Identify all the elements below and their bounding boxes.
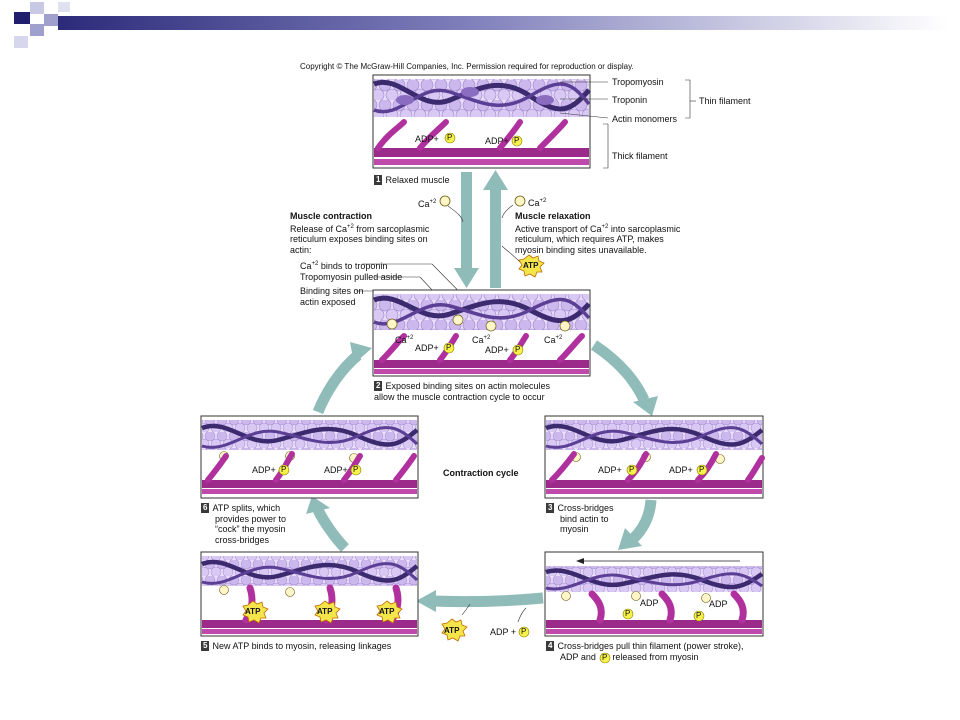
corner-square-mid xyxy=(30,24,44,36)
label-tropomyosin: Tropomyosin xyxy=(612,77,664,87)
panel-new-atp-binds xyxy=(200,551,419,637)
cycle-arrows xyxy=(312,340,657,608)
adp-label: ADP xyxy=(640,598,659,608)
p-label: P xyxy=(696,611,702,620)
p-label: P xyxy=(515,345,521,354)
contraction-cycle-label: Contraction cycle xyxy=(443,468,519,478)
p-label: P xyxy=(699,465,705,474)
ca-label: Ca+2 xyxy=(472,335,491,345)
corner-square-light xyxy=(30,2,44,14)
atp-burst-label: ATP xyxy=(523,261,539,270)
adp-label: ADP+ xyxy=(669,465,693,475)
step-number: 1 xyxy=(374,175,383,185)
label-ca-binds-troponin: Ca+2 binds to troponin xyxy=(300,261,388,271)
label-troponin: Troponin xyxy=(612,95,648,105)
atp-burst-label: ATP xyxy=(379,607,395,616)
ca-label: Ca+2 xyxy=(544,335,563,345)
panel-power-stroke xyxy=(544,551,764,637)
step-number: 4 xyxy=(546,641,555,651)
corner-square-mid-2 xyxy=(44,14,58,26)
atp-burst-label: ATP xyxy=(317,607,333,616)
label-actin-monomers: Actin monomers xyxy=(612,114,678,124)
contraction-arrow-down xyxy=(454,172,479,288)
p-label: P xyxy=(447,133,453,142)
copyright-notice: Copyright © The McGraw-Hill Companies, I… xyxy=(300,62,634,71)
adp-label: ADP+ xyxy=(252,465,276,475)
p-label: P xyxy=(281,465,287,474)
adp-label: ADP xyxy=(709,599,728,609)
adp-label: ADP+ xyxy=(415,134,439,144)
p-label: P xyxy=(514,136,520,145)
adp-label: ADP+ xyxy=(598,465,622,475)
step-number: 6 xyxy=(201,503,210,513)
panel-exposed-sites xyxy=(372,289,591,377)
p-label: P xyxy=(629,465,635,474)
panel-cross-bridges-bind xyxy=(544,415,765,499)
corner-square-navy xyxy=(14,12,30,24)
muscle-relaxation-title: Muscle relaxation xyxy=(515,211,591,221)
corner-square-small xyxy=(58,2,70,12)
cycle-arrowheads xyxy=(306,342,658,612)
adp-label: ADP+ xyxy=(324,465,348,475)
top-gradient-line xyxy=(58,16,948,30)
panel-relaxed xyxy=(372,74,696,169)
adp-label: ADP+ xyxy=(485,136,509,146)
p-label: P xyxy=(602,653,608,662)
p-label: P xyxy=(521,627,527,636)
label-thin-filament: Thin filament xyxy=(699,96,751,106)
panel-atp-splits xyxy=(200,415,419,499)
muscle-contraction-title: Muscle contraction xyxy=(290,211,373,221)
p-label: P xyxy=(625,609,631,618)
muscle-relaxation-text: Muscle relaxation Active transport of Ca… xyxy=(515,211,681,255)
ca-label-contraction: Ca+2 xyxy=(418,199,437,209)
ca-label: Ca+2 xyxy=(395,335,414,345)
atp-burst-label: ATP xyxy=(245,607,261,616)
ca-label-relaxation: Ca+2 xyxy=(528,198,547,208)
step-number: 5 xyxy=(201,641,210,651)
adp-label: ADP+ xyxy=(485,345,509,355)
atp-burst-label: ATP xyxy=(444,626,460,635)
step-number: 3 xyxy=(546,503,555,513)
step-number: 2 xyxy=(374,381,383,391)
relaxation-arrow-up xyxy=(483,170,508,288)
atp-burst-relax xyxy=(518,254,545,278)
label-thick-filament: Thick filament xyxy=(612,151,668,161)
muscle-contraction-text: Muscle contraction Release of Ca+2 from … xyxy=(290,211,430,255)
p-label: P xyxy=(353,465,359,474)
label-tropomyosin-pulled: Tropomyosin pulled aside xyxy=(300,272,403,282)
adp-label: ADP+ xyxy=(415,343,439,353)
adp-plus-label: ADP + xyxy=(490,627,517,637)
p-label: P xyxy=(446,343,452,352)
corner-square-light-2 xyxy=(14,36,28,48)
